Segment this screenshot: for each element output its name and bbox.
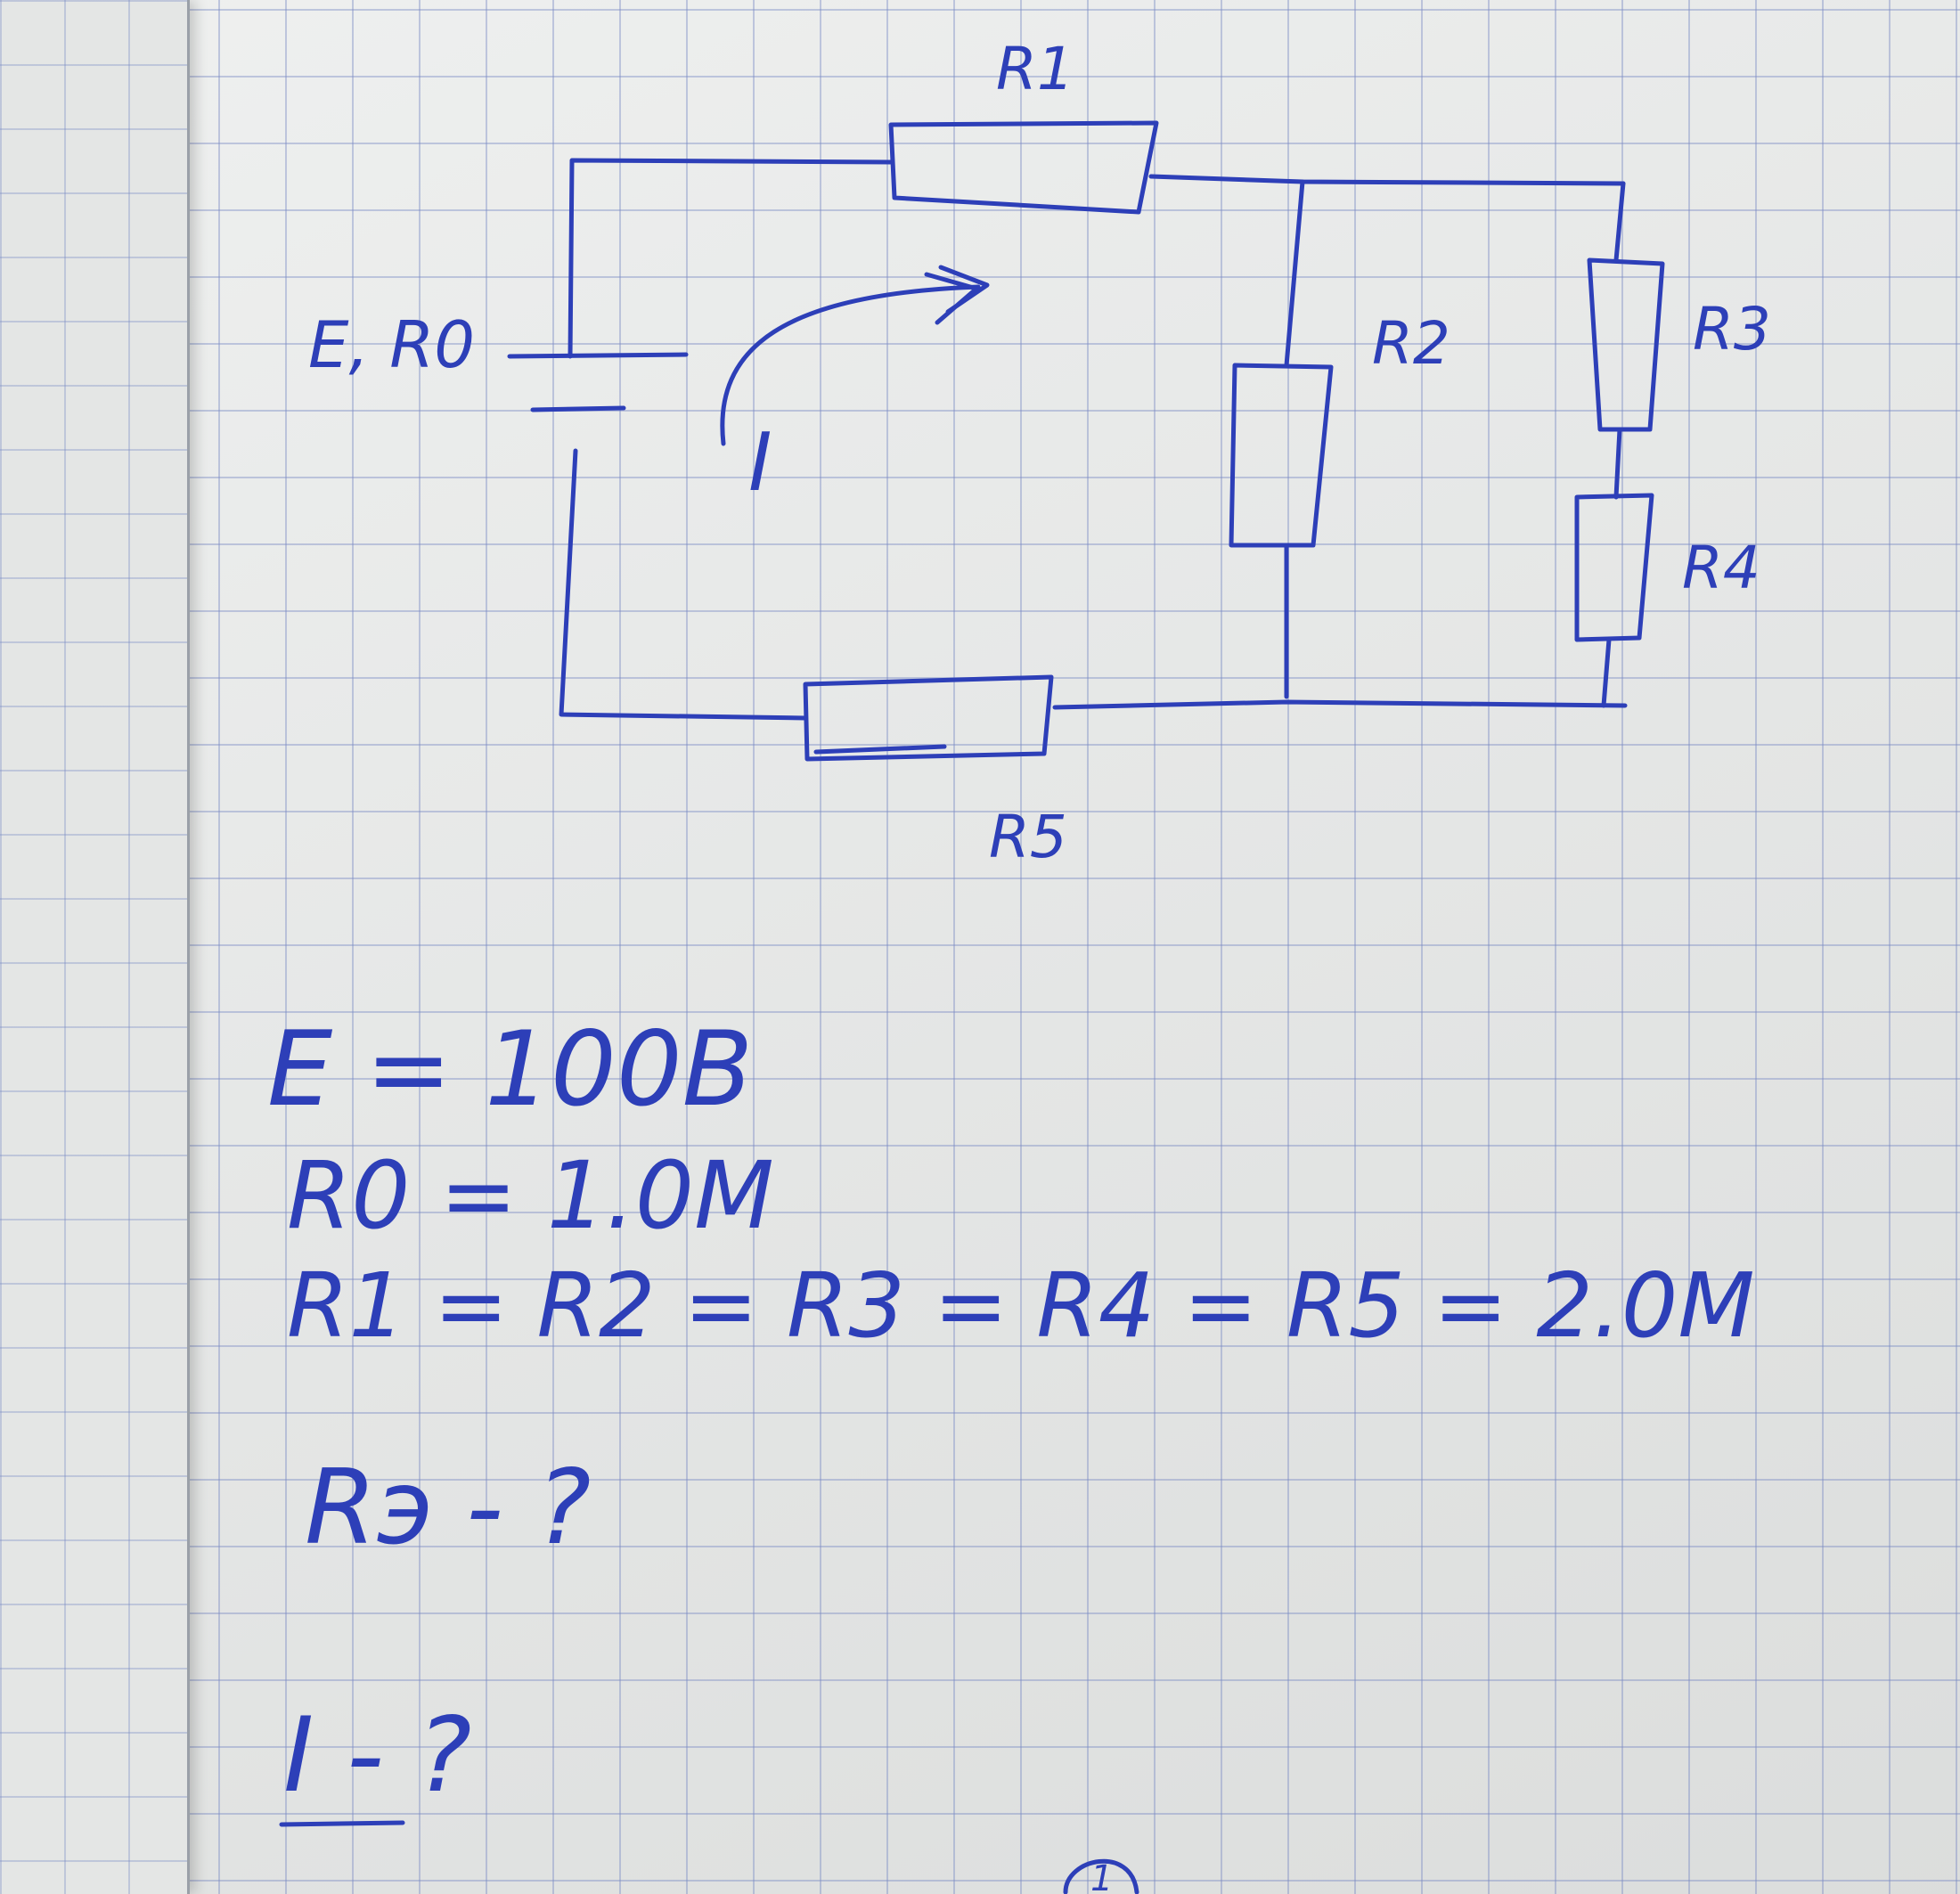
wire-bottom-left <box>559 448 808 721</box>
label-r2: R2 <box>1372 309 1450 378</box>
current-arrowhead <box>924 265 990 325</box>
wire-top-right <box>1148 174 1626 186</box>
question-underline <box>279 1820 405 1827</box>
page-mark-circle <box>1063 1858 1139 1894</box>
resistor-r3 <box>1587 257 1665 432</box>
given-r0: R0 = 1.0M <box>287 1141 774 1250</box>
current-arrow <box>720 284 981 446</box>
notebook-left-page-edge <box>0 0 190 1894</box>
wire-top-left <box>568 158 894 359</box>
resistor-r4 <box>1574 493 1654 642</box>
page-mark: 1 <box>1090 1858 1113 1894</box>
wire-r3-top <box>1613 181 1626 263</box>
label-r1: R1 <box>996 35 1074 103</box>
label-r5: R5 <box>989 803 1067 871</box>
wire-bottom-right <box>1052 699 1628 710</box>
question-current: I - ? <box>283 1695 471 1816</box>
question-equivalent: Rэ - ? <box>305 1448 591 1568</box>
given-emf: E = 100B <box>267 1009 753 1130</box>
battery-short-plate <box>530 405 626 412</box>
resistor-r5 <box>803 674 1054 762</box>
label-source: E, R0 <box>308 307 475 382</box>
label-current: I <box>748 416 772 510</box>
label-r4: R4 <box>1682 534 1760 602</box>
wire-r4-bottom <box>1601 637 1612 708</box>
wire-r3-r4 <box>1613 427 1622 500</box>
battery-long-plate <box>507 352 689 359</box>
resistor-r5-stroke <box>813 744 947 755</box>
resistor-r2 <box>1229 363 1334 548</box>
resistor-r1 <box>888 120 1159 215</box>
label-r3: R3 <box>1693 295 1771 363</box>
given-resistances: R1 = R2 = R3 = R4 = R5 = 2.0M <box>287 1253 1755 1358</box>
wire-r2-top <box>1284 179 1305 368</box>
